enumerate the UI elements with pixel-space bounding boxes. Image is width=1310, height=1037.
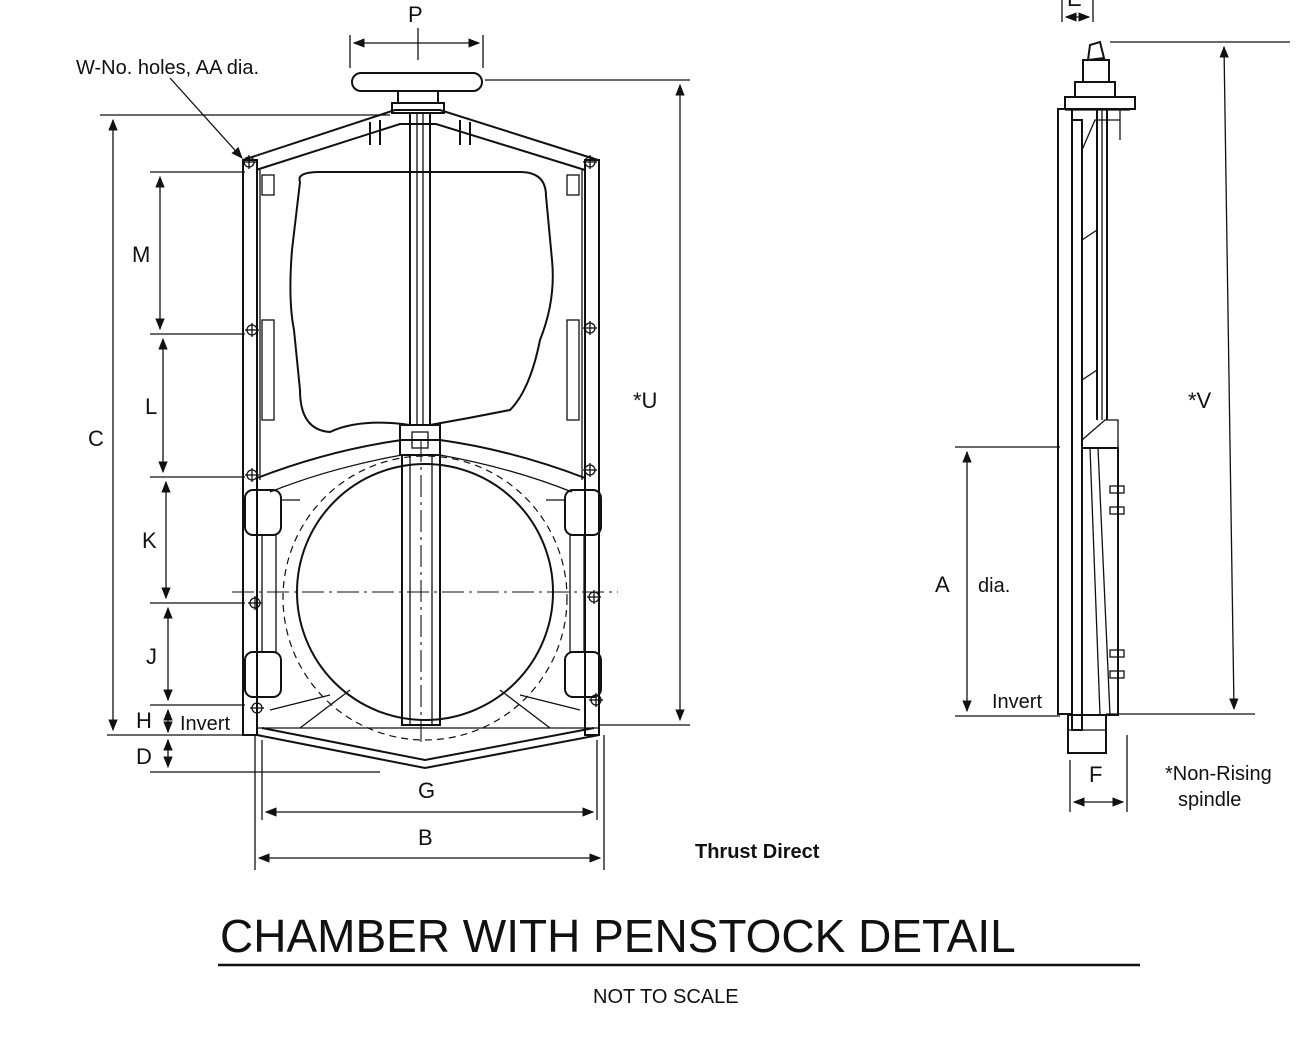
label-J: J (146, 644, 157, 669)
side-guides (244, 489, 602, 698)
label-B: B (418, 825, 433, 850)
spindle (409, 113, 431, 425)
dimension-E: E (1061, 0, 1094, 22)
dimension-stack: M L K J H D Invert (132, 171, 380, 773)
page-title: CHAMBER WITH PENSTOCK DETAIL (220, 910, 1016, 962)
label-H: H (136, 708, 152, 733)
bolt-holes (242, 155, 603, 715)
label-E: E (1067, 0, 1082, 11)
thrust-note: Thrust Direct (695, 841, 820, 863)
label-L: L (145, 394, 157, 419)
non-rising-note-line2: spindle (1178, 789, 1241, 811)
sill (256, 689, 600, 770)
label-C: C (88, 426, 104, 451)
label-P: P (408, 2, 423, 27)
label-F: F (1089, 762, 1102, 787)
dimension-P: P (349, 2, 484, 68)
non-rising-note-line1: *Non-Rising (1165, 763, 1272, 785)
page-subtitle: NOT TO SCALE (593, 986, 739, 1008)
holes-note: W-No. holes, AA dia. (76, 57, 259, 79)
dimension-G-B: G B (254, 735, 605, 870)
upper-opening (289, 171, 554, 434)
label-K: K (142, 528, 157, 553)
holes-leader (169, 77, 243, 159)
label-invert-side: Invert (992, 691, 1042, 713)
dimension-C: C (88, 114, 390, 736)
label-invert-front: Invert (180, 713, 230, 735)
port-circle (232, 440, 618, 745)
label-M: M (132, 242, 150, 267)
dimension-V: *V (1106, 41, 1290, 715)
dimension-A: A dia. Invert (935, 446, 1060, 717)
label-A: A (935, 572, 950, 597)
dimension-F: F (1069, 735, 1128, 812)
dimension-U: *U (485, 79, 690, 726)
front-elevation (232, 72, 618, 770)
handwheel (351, 72, 483, 114)
label-V: *V (1188, 388, 1212, 413)
label-U: *U (633, 388, 657, 413)
label-G: G (418, 778, 435, 803)
label-D: D (136, 744, 152, 769)
side-elevation (1057, 40, 1136, 754)
label-dia: dia. (978, 575, 1010, 597)
yoke (242, 109, 599, 171)
